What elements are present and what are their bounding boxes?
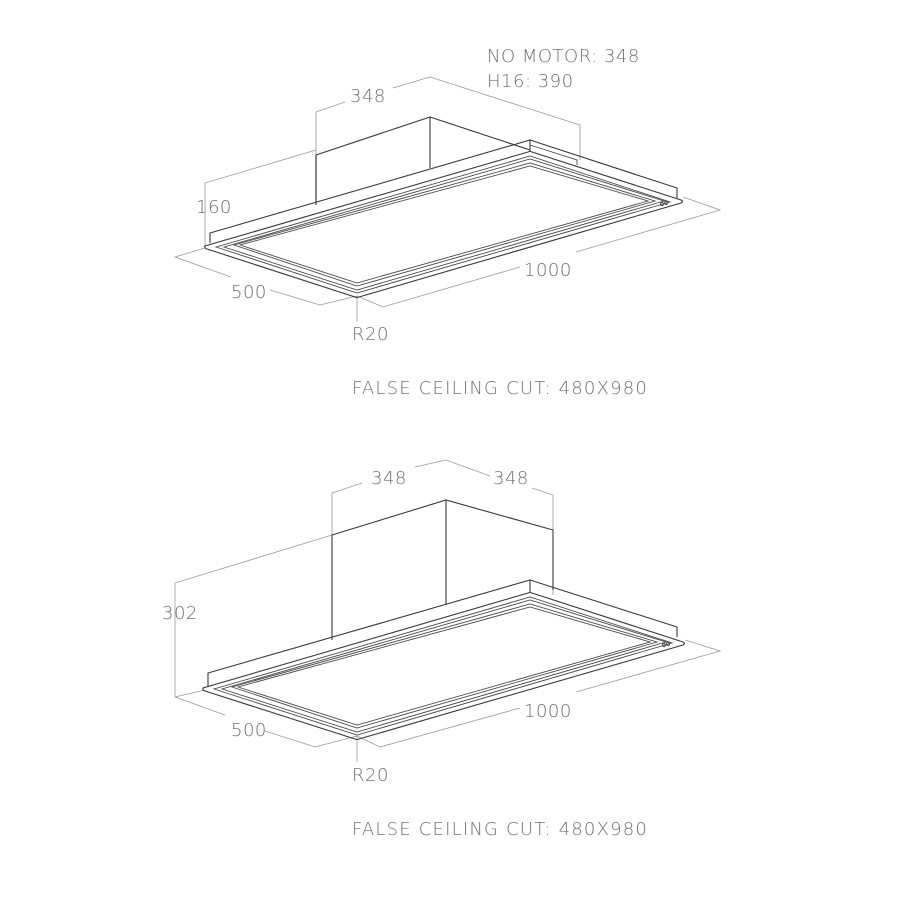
- dim-length: 1000: [524, 260, 572, 281]
- dim-depth: 500: [231, 720, 267, 741]
- diagram-2-dimension-lines: [174, 459, 722, 762]
- note-no-motor: NO MOTOR: 348: [487, 46, 640, 67]
- caption-false-ceiling-cut: FALSE CEILING CUT: 480X980: [352, 378, 649, 399]
- dim-depth: 500: [231, 282, 267, 303]
- dim-box-width-right: 348: [493, 468, 529, 489]
- diagram-2-hood-outline: [202, 499, 686, 741]
- dim-length: 1000: [524, 701, 572, 722]
- dim-box-width: 348: [350, 86, 386, 107]
- dim-height: 160: [196, 197, 232, 218]
- dim-corner-radius: R20: [352, 324, 389, 345]
- caption-false-ceiling-cut: FALSE CEILING CUT: 480X980: [352, 819, 649, 840]
- dim-height: 302: [162, 603, 198, 624]
- dim-box-width-left: 348: [371, 468, 407, 489]
- dim-corner-radius: R20: [352, 765, 389, 786]
- diagram-1-hood-outline: [204, 116, 684, 299]
- note-h16: H16: 390: [487, 71, 574, 92]
- diagram-1-dimension-lines: [173, 76, 722, 322]
